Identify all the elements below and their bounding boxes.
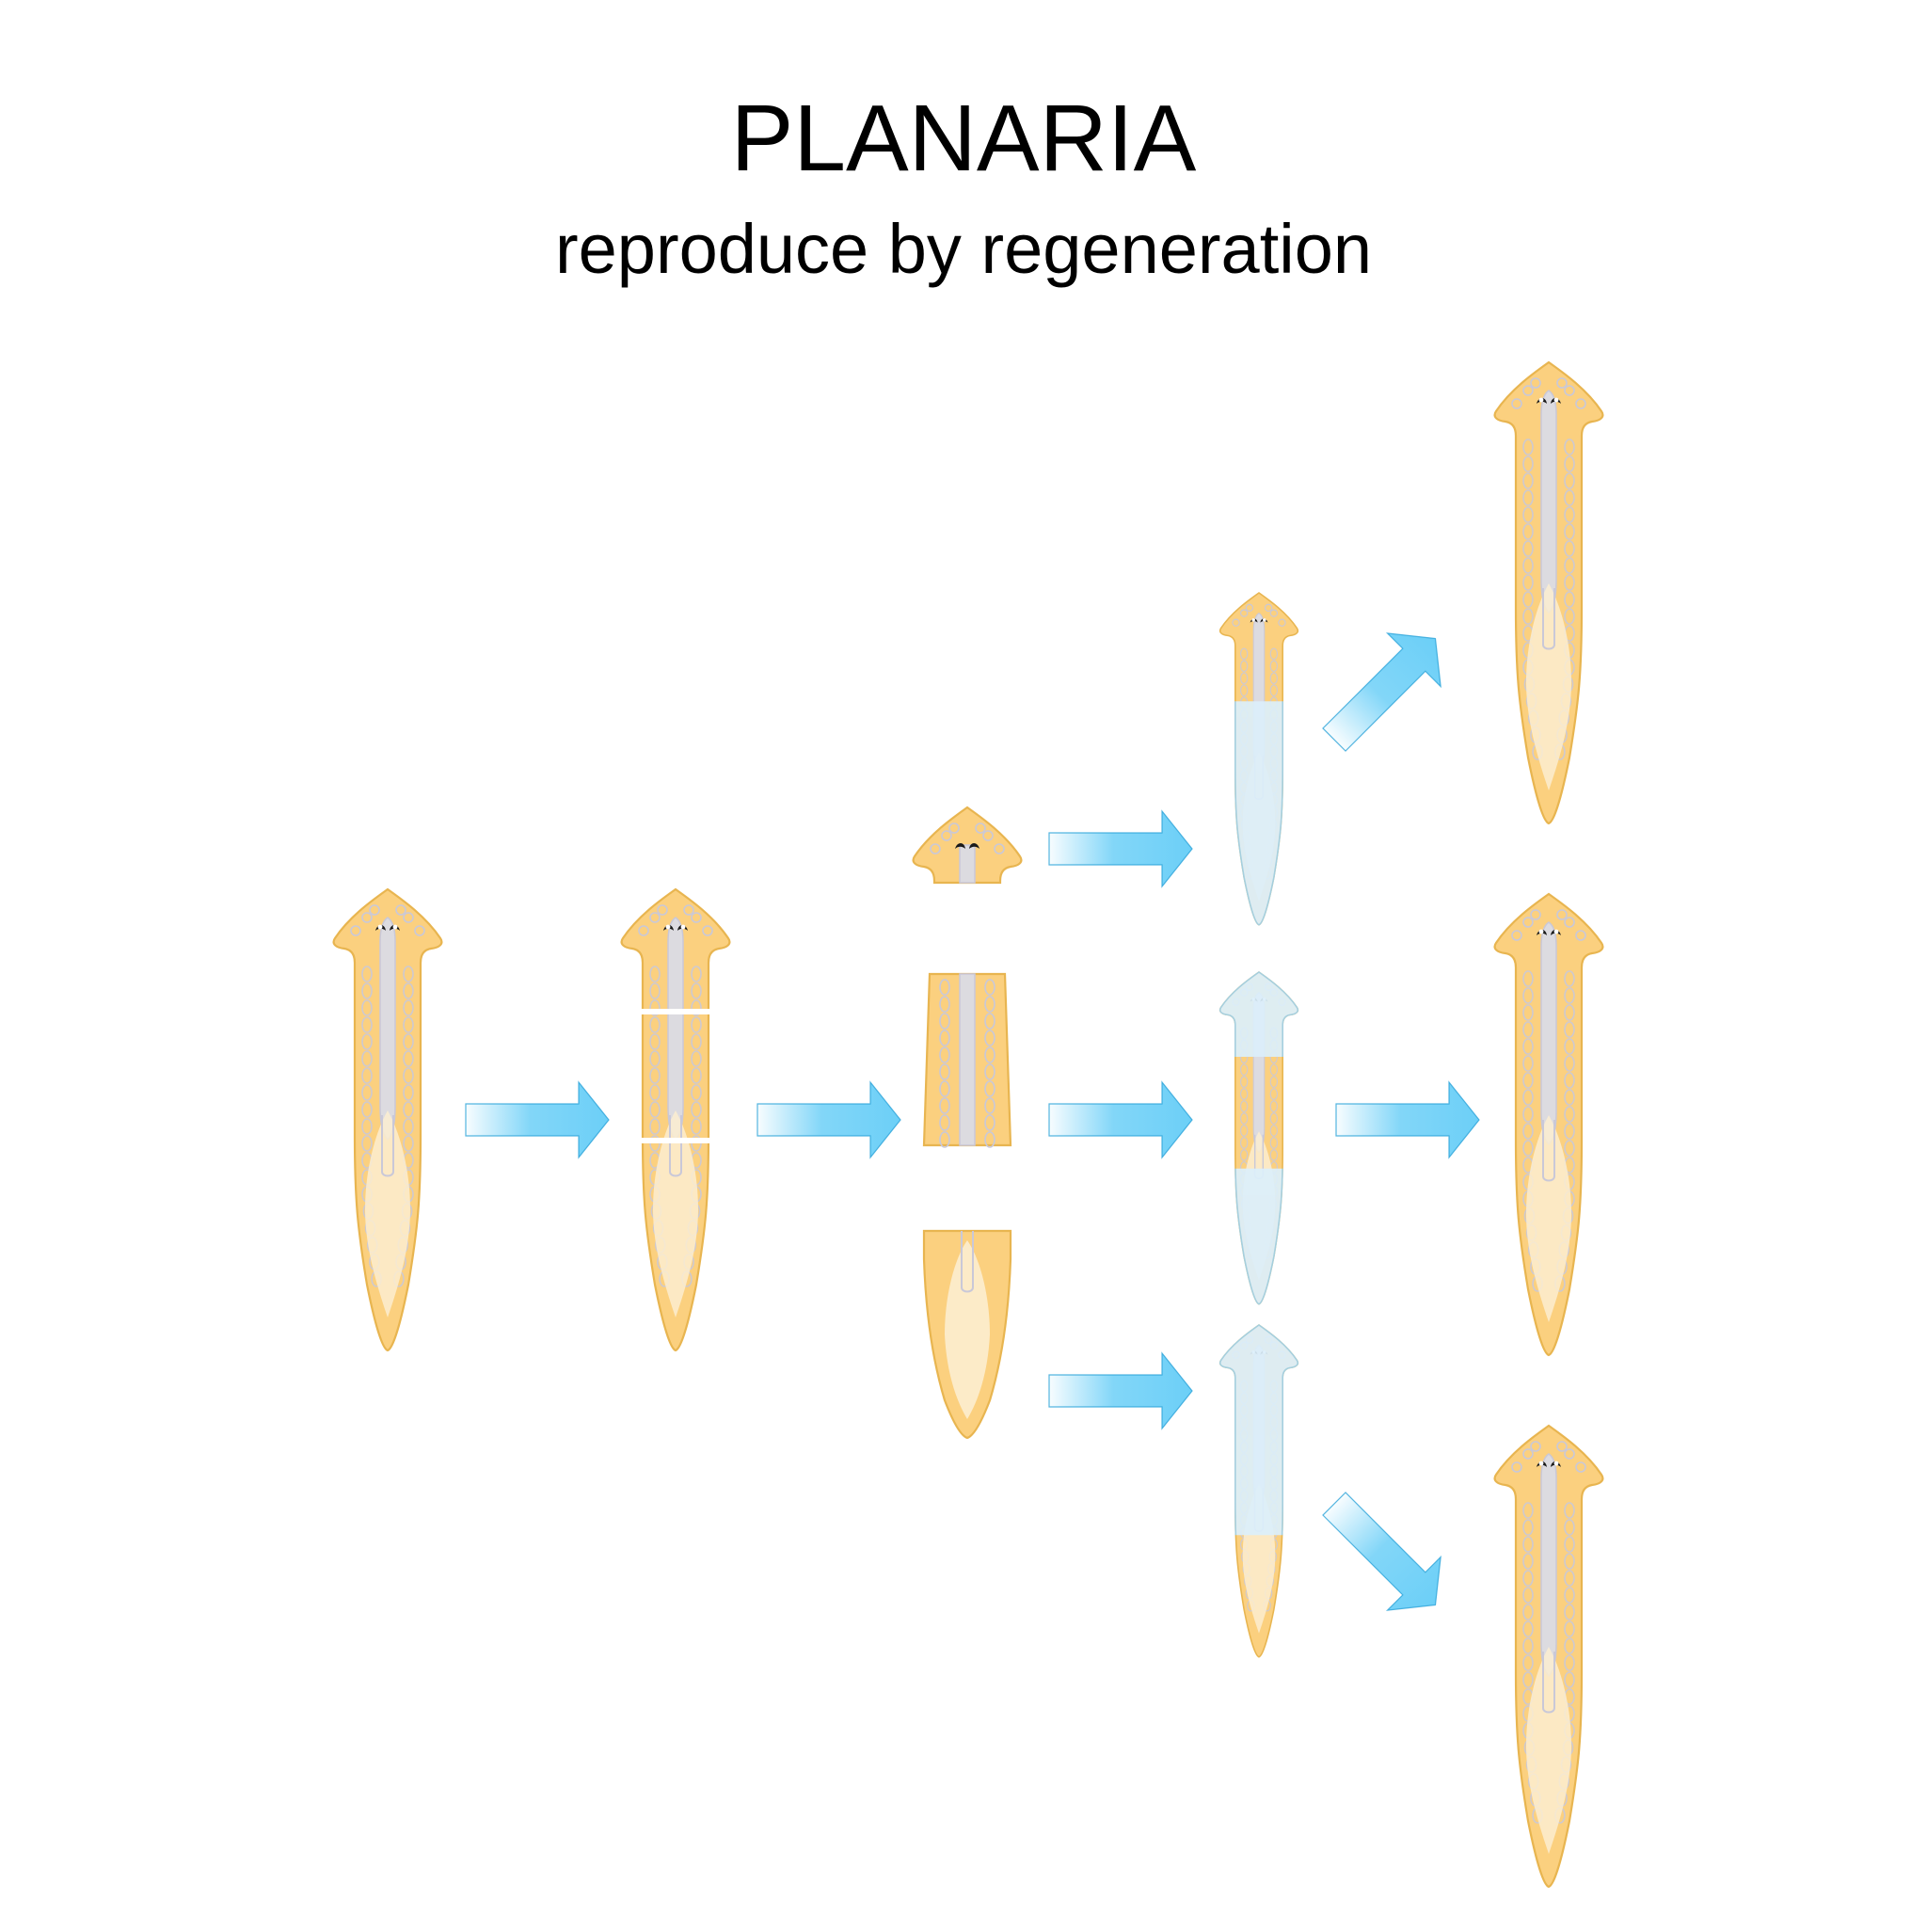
arrow-whole-to-cut xyxy=(465,1080,610,1159)
regenerated-planarian-middle xyxy=(1493,892,1604,1357)
planarian-cut xyxy=(620,887,731,1352)
tail-fragment xyxy=(922,1229,1012,1440)
diagram-title: PLANARIA xyxy=(730,86,1197,191)
arrow-cut-to-fragments xyxy=(756,1080,901,1159)
arrow-middle-fragment xyxy=(1048,1080,1193,1159)
arrow-tail-fragment xyxy=(1048,1351,1193,1430)
arrow-to-regenerated-top xyxy=(1322,632,1441,752)
planarian-whole xyxy=(332,887,443,1352)
diagram-subtitle: reproduce by regeneration xyxy=(554,210,1373,288)
head-fragment xyxy=(912,806,1023,885)
regenerating-from-head xyxy=(1218,592,1299,926)
cut-line-bottom xyxy=(634,1138,717,1143)
regenerating-from-tail xyxy=(1218,1324,1299,1658)
cut-line-top xyxy=(634,1009,717,1014)
regenerated-planarian-top xyxy=(1493,360,1604,825)
regenerating-from-middle xyxy=(1218,971,1299,1305)
arrow-head-fragment xyxy=(1048,809,1193,888)
regenerated-planarian-bottom xyxy=(1493,1424,1604,1889)
arrow-to-regenerated-bottom xyxy=(1322,1492,1441,1611)
arrow-to-regenerated-middle xyxy=(1335,1080,1480,1159)
middle-fragment xyxy=(922,972,1012,1148)
